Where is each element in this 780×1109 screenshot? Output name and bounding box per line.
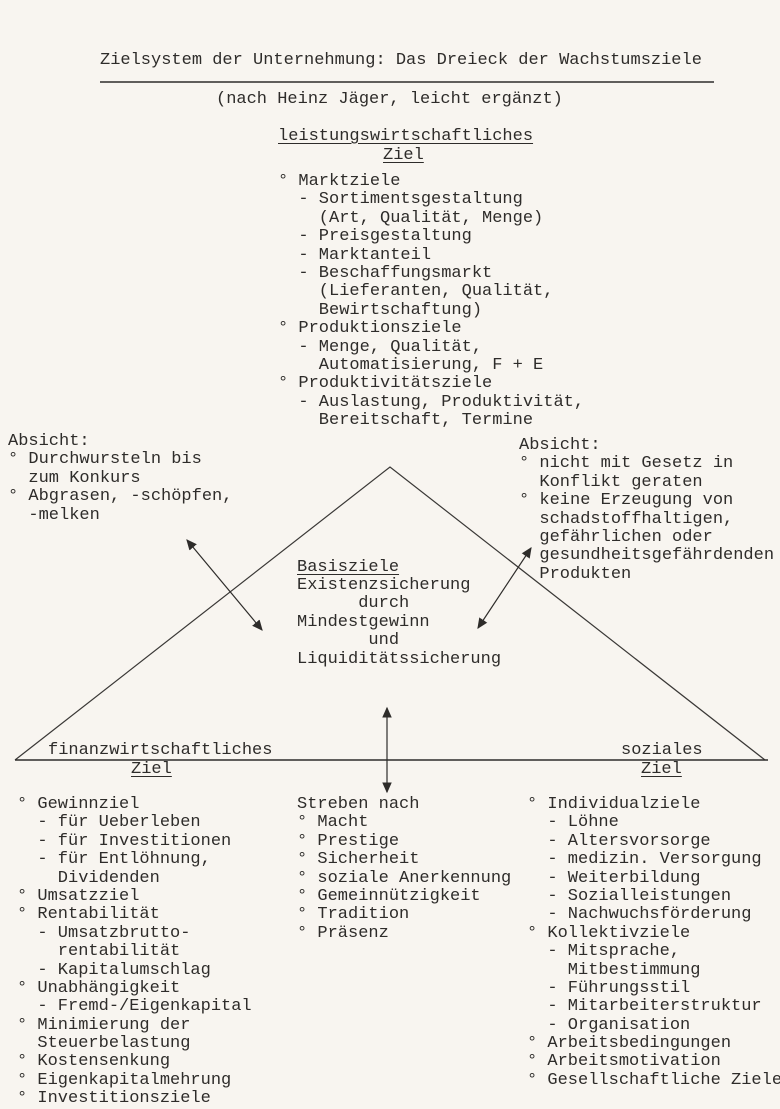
list-item: ° Rentabilität [17,905,160,925]
list-item: - Kapitalumschlag [17,960,211,980]
top-goal-list: ° Marktziele - Sortimentsgestaltung (Art… [278,172,585,431]
list-item: - für Entlöhnung, [17,850,211,870]
list-item: ° nicht mit Gesetz in [519,454,734,474]
left-intent-list: Absicht:° Durchwursteln bis zum Konkurs°… [8,432,233,525]
list-item: - Mitsprache, [527,942,681,962]
list-item: gefährlichen oder [519,527,713,547]
list-item: zum Konkurs [8,468,141,488]
list-item: Steuerbelastung [17,1034,191,1054]
subtitle: (nach Heinz Jäger, leicht ergänzt) [216,90,563,109]
list-item: Konflikt geraten [519,472,703,492]
list-item: Mitbestimmung [527,960,701,980]
list-item: Liquiditätssicherung [297,649,502,669]
list-item: ° Individualziele [527,795,701,814]
list-item: ° Arbeitsmotivation [527,1052,721,1072]
arrow-right-intent [477,546,532,630]
center-heading: Basisziele [297,558,400,577]
list-item: ° Marktziele [278,172,401,191]
left-goal-heading: finanzwirtschaftliches [48,741,273,760]
top-goal-heading: leistungswirtschaftliches [278,127,534,146]
list-item: Streben nach [297,795,420,814]
list-item: (Lieferanten, Qualität, [278,282,554,302]
list-item: ° Gewinnziel [17,795,140,814]
list-item: Absicht: [519,436,601,455]
list-item: - Beschaffungsmarkt [278,263,493,283]
triangle-outline [14,466,766,761]
list-item: - Altersvorsorge [527,831,711,851]
list-item: ° Gemeinnützigkeit [297,886,481,906]
list-item: ° Produktionsziele [278,319,462,339]
list-item: ° Eigenkapitalmehrung [17,1070,232,1090]
list-item: - Umsatzbrutto- [17,923,191,943]
list-item: - für Ueberleben [17,813,201,833]
list-item: ° keine Erzeugung von [519,491,734,511]
list-item: ° Präsenz [297,923,389,943]
list-item: ° Abgrasen, -schöpfen, [8,487,233,507]
list-item: - Führungsstil [527,978,691,998]
list-item: - Löhne [527,813,619,833]
list-item: - für Investitionen [17,831,232,851]
list-item: ° Gesellschaftliche Ziele [527,1070,780,1090]
list-item: ° Unabhängigkeit [17,978,181,998]
list-item: ° Kostensenkung [17,1052,171,1072]
list-item: Existenzsicherung [297,576,471,595]
middle-goal-list: Streben nach° Macht° Prestige° Sicherhei… [297,795,512,943]
list-item: - Sozialleistungen [527,886,732,906]
list-item: gesundheitsgefährdenden [519,546,775,566]
list-item: - Marktanteil [278,245,432,265]
list-item: Absicht: [8,432,90,451]
list-item: -melken [8,505,100,525]
left-goal-heading-ziel: Ziel [131,760,172,779]
list-item: ° Produktivitätsziele [278,374,493,394]
list-item: - Preisgestaltung [278,227,472,247]
list-item: Automatisierung, F + E [278,355,544,375]
list-item: schadstoffhaltigen, [519,509,734,529]
list-item: ° Tradition [297,905,410,925]
list-item: - Nachwuchsförderung [527,905,752,925]
list-item: - medizin. Versorgung [527,850,762,870]
list-item: Mindestgewinn [297,612,430,632]
list-item: ° Sicherheit [297,850,420,870]
list-item: rentabilität [17,942,181,962]
list-item: - Sortimentsgestaltung [278,190,523,210]
list-item: Produkten [519,564,632,584]
list-item: (Art, Qualität, Menge) [278,208,544,228]
list-item: - Organisation [527,1015,691,1035]
list-item: - Menge, Qualität, [278,337,483,357]
list-item: - Weiterbildung [527,868,701,888]
list-item: und [297,631,400,651]
list-item: ° Arbeitsbedingungen [527,1034,732,1054]
list-item: Dividenden [17,868,160,888]
list-item: ° Kollektivziele [527,923,691,943]
list-item: ° Investitionsziele [17,1089,211,1109]
right-goal-heading: soziales [621,741,703,760]
list-item: durch [297,594,410,614]
right-intent-list: Absicht:° nicht mit Gesetz in Konflikt g… [519,436,775,584]
list-item: Bereitschaft, Termine [278,411,534,431]
list-item: - Auslastung, Produktivität, [278,392,585,412]
right-goal-heading-ziel: Ziel [641,760,682,779]
page-title: Zielsystem der Unternehmung: Das Dreieck… [100,51,702,70]
left-goal-list: ° Gewinnziel - für Ueberleben - für Inve… [17,795,252,1109]
list-item: ° Macht [297,813,369,833]
list-item: ° Minimierung der [17,1015,191,1035]
right-goal-list: ° Individualziele - Löhne - Altersvorsor… [527,795,780,1090]
list-item: ° Umsatzziel [17,886,140,906]
top-goal-heading-ziel: Ziel [383,146,424,165]
arrow-left-intent [186,539,263,631]
list-item: Bewirtschaftung) [278,300,483,320]
list-item: - Fremd-/Eigenkapital [17,997,252,1017]
list-item: ° Prestige [297,831,400,851]
list-item: ° soziale Anerkennung [297,868,512,888]
list-item: - Mitarbeiterstruktur [527,997,762,1017]
list-item: ° Durchwursteln bis [8,450,202,470]
